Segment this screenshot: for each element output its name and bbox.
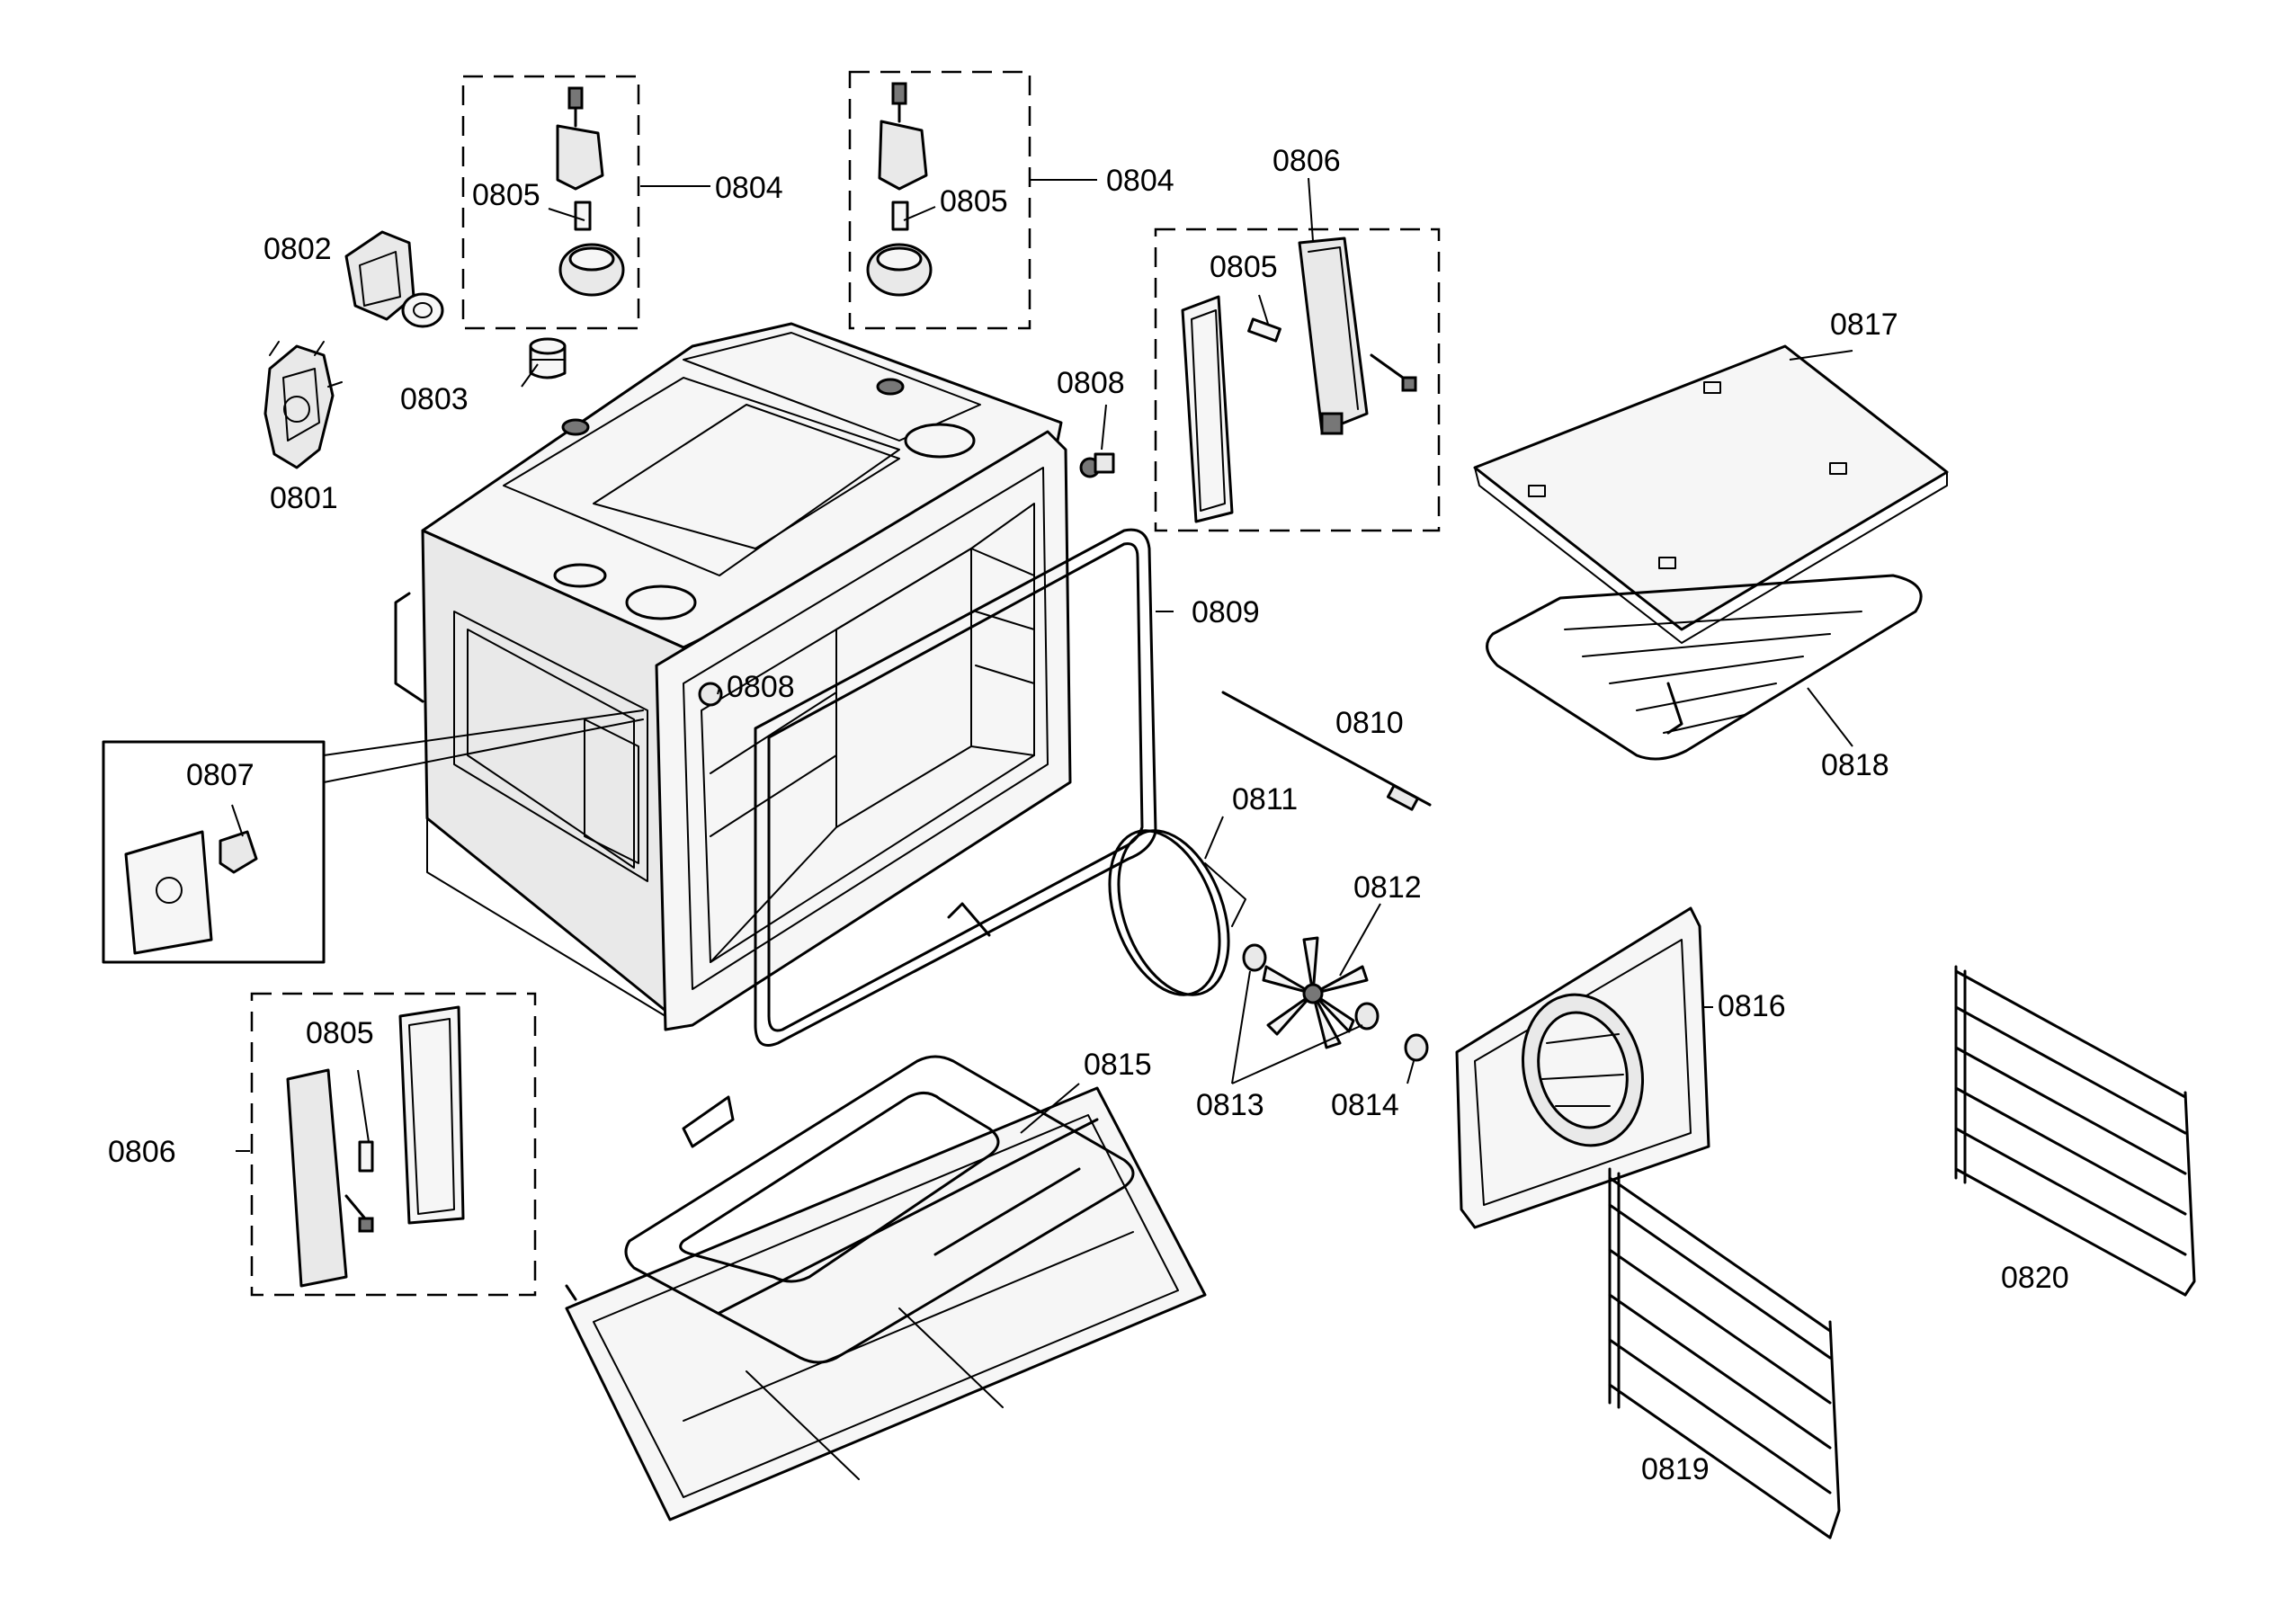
label-0804: 0804 — [1106, 164, 1174, 198]
label-0813: 0813 — [1196, 1088, 1264, 1122]
label-0805: 0805 — [940, 184, 1008, 219]
label-0812: 0812 — [1353, 870, 1422, 905]
part-0806-lamp-housing-upper — [1154, 228, 1441, 532]
label-0814: 0814 — [1331, 1088, 1399, 1122]
label-0816: 0816 — [1718, 989, 1786, 1023]
part-0819-rack-left — [1608, 1167, 1841, 1539]
oven-cavity — [394, 322, 1101, 1031]
part-0818-broil-element — [1486, 574, 1923, 761]
label-0807: 0807 — [186, 758, 254, 792]
part-0808-plug — [698, 452, 1115, 707]
part-labels: 0801 0802 0803 0804 0804 0805 0805 0805 … — [108, 144, 2069, 1486]
part-0811-fan-ring — [1108, 829, 1246, 996]
part-0807-inset — [102, 709, 644, 964]
label-0808: 0808 — [727, 670, 795, 704]
part-0815-bake-element — [565, 1055, 1207, 1521]
label-0805: 0805 — [472, 178, 540, 212]
part-0804-lamp-housing-right — [848, 70, 1031, 330]
label-0806: 0806 — [108, 1135, 176, 1169]
part-0804-lamp-housing-left — [461, 75, 640, 330]
label-0806: 0806 — [1272, 144, 1341, 178]
label-0809: 0809 — [1192, 595, 1260, 629]
label-0819: 0819 — [1641, 1452, 1710, 1486]
part-0814-nut — [1404, 1033, 1429, 1062]
part-0817-top-cover — [1473, 344, 1949, 644]
label-0805: 0805 — [1210, 250, 1278, 284]
label-0803: 0803 — [400, 382, 469, 416]
part-0816-fan-cover — [1455, 906, 1710, 1229]
part-0820-rack-right — [1954, 965, 2196, 1297]
part-0802-motor — [344, 230, 444, 328]
part-0801-motor — [263, 341, 343, 469]
label-0811: 0811 — [1232, 782, 1298, 816]
label-0802: 0802 — [263, 232, 332, 266]
part-0806-lamp-housing-lower — [250, 992, 537, 1297]
label-0804: 0804 — [715, 171, 783, 205]
label-0818: 0818 — [1821, 748, 1889, 782]
label-0815: 0815 — [1084, 1048, 1152, 1082]
label-0805: 0805 — [306, 1016, 374, 1050]
label-0810: 0810 — [1335, 706, 1404, 740]
label-0801: 0801 — [270, 481, 338, 515]
part-0813-washer — [1242, 943, 1380, 1031]
label-0808: 0808 — [1057, 366, 1125, 400]
label-0817: 0817 — [1830, 308, 1898, 342]
part-0803-bulb — [529, 337, 567, 379]
part-0812-fan-blade — [1262, 936, 1369, 1049]
label-0820: 0820 — [2001, 1261, 2069, 1295]
leader-lines — [231, 177, 1853, 1152]
part-0810-probe — [1221, 691, 1432, 811]
